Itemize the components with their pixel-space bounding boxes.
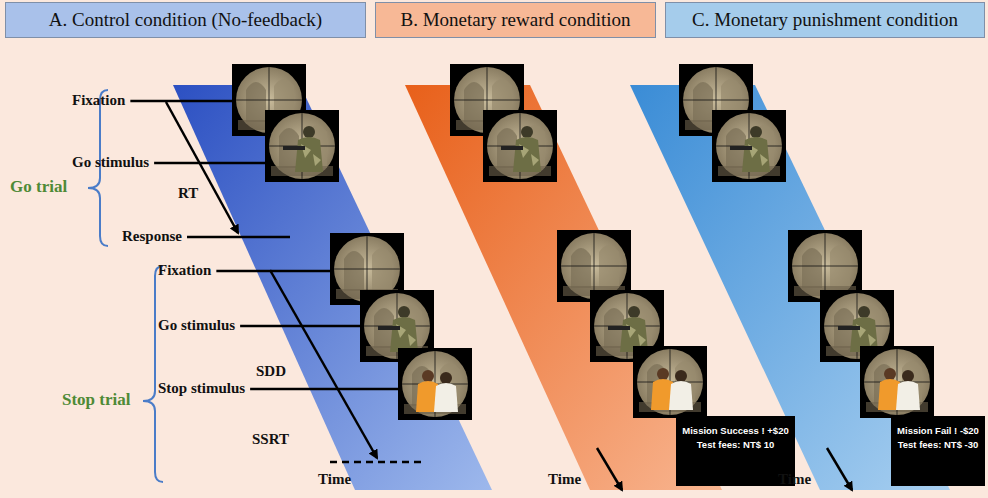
trial-label: Stop trial [62,391,130,409]
condition-bands [173,85,950,490]
trial-label: Go trial [10,178,67,196]
interval-label: Time [548,470,581,488]
event-label: Go stimulus [158,316,235,334]
interval-label: SDD [256,362,286,380]
leader-line [250,388,398,391]
leader-line [240,325,360,328]
leader-line [130,100,232,103]
interval-label: Time [778,470,811,488]
condition-header: A. Control condition (No-feedback) [5,2,366,38]
feedback-text: Test fees: NT$ 10 [697,438,774,452]
event-label: Stop stimulus [158,379,245,397]
feedback-text: Test fees: NT$ -30 [898,438,979,452]
event-label: Go stimulus [72,153,149,171]
event-label: Fixation [158,261,211,279]
brackets [88,90,163,482]
header-text: B. Monetary reward condition [400,9,630,31]
interval-label: Time [318,470,351,488]
leader-lines [130,101,398,389]
feedback-screen: Mission Fail ! -$20Test fees: NT$ -30 [891,416,985,486]
header-text: A. Control condition (No-feedback) [49,9,322,31]
interval-label: RT [178,184,198,202]
screens [232,64,934,420]
event-label: Response [122,227,182,245]
header-text: C. Monetary punishment condition [692,9,958,31]
leader-line [216,270,330,273]
condition-header: C. Monetary punishment condition [665,2,985,38]
event-label: Fixation [72,91,125,109]
time-arrows [166,102,852,490]
feedback-text: Mission Success ! +$20 [682,424,788,438]
leader-line [154,162,266,165]
condition-header: B. Monetary reward condition [375,2,656,38]
feedback-screen: Mission Success ! +$20Test fees: NT$ 10 [676,416,795,486]
feedback-text: Mission Fail ! -$20 [897,424,979,438]
leader-line [187,236,290,239]
interval-label: SSRT [252,430,289,448]
